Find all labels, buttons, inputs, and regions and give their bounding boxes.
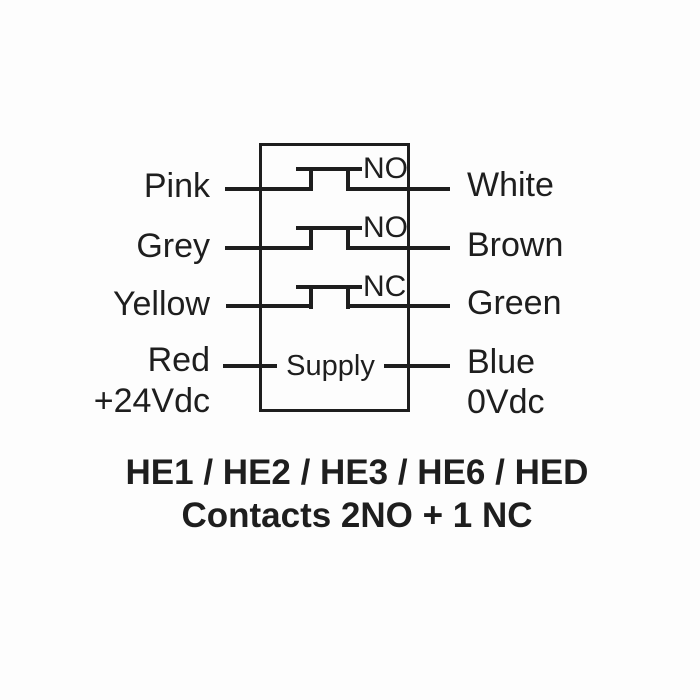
wire-label-left: Red [147,341,210,379]
wire-right [346,246,450,250]
model-list-caption: HE1 / HE2 / HE3 / HE6 / HED [125,453,589,492]
contact-leg-right [346,226,350,250]
contact-switch-icon [296,226,362,250]
contact-type-label: NC [363,270,407,303]
contact-switch-icon [296,167,362,191]
contact-type-label: NO [363,211,408,244]
contact-config-caption: Contacts 2NO + 1 NC [181,496,533,535]
wire-left [225,187,313,191]
contact-bar [296,167,362,171]
wire-label-left: Yellow [112,285,210,323]
supply-label: Supply [286,350,375,382]
contact-leg-right [346,167,350,191]
contact-bar [296,285,362,289]
wire-voltage-label-right: 0Vdc [467,383,545,421]
wire-left [225,246,313,250]
wire-right [346,304,450,308]
wire-label-left: Pink [143,167,210,205]
wire-label-right: White [467,166,554,204]
wire-left [223,364,277,368]
contact-leg-left [309,285,313,309]
wire-voltage-label-left: +24Vdc [93,382,210,420]
contact-leg-left [309,226,313,250]
contact-leg-left [309,167,313,191]
contact-switch-icon [296,285,362,309]
wire-label-right: Brown [467,226,564,264]
wire-label-right: Blue [467,343,536,381]
contact-type-label: NO [363,152,408,185]
contact-leg-right [346,285,350,309]
wire-label-right: Green [467,284,562,322]
contact-bar [296,226,362,230]
wire-label-left: Grey [136,227,210,265]
wire-left [226,304,313,308]
device-outline-box [259,143,410,412]
wire-right [384,364,450,368]
wire-right [346,187,450,191]
